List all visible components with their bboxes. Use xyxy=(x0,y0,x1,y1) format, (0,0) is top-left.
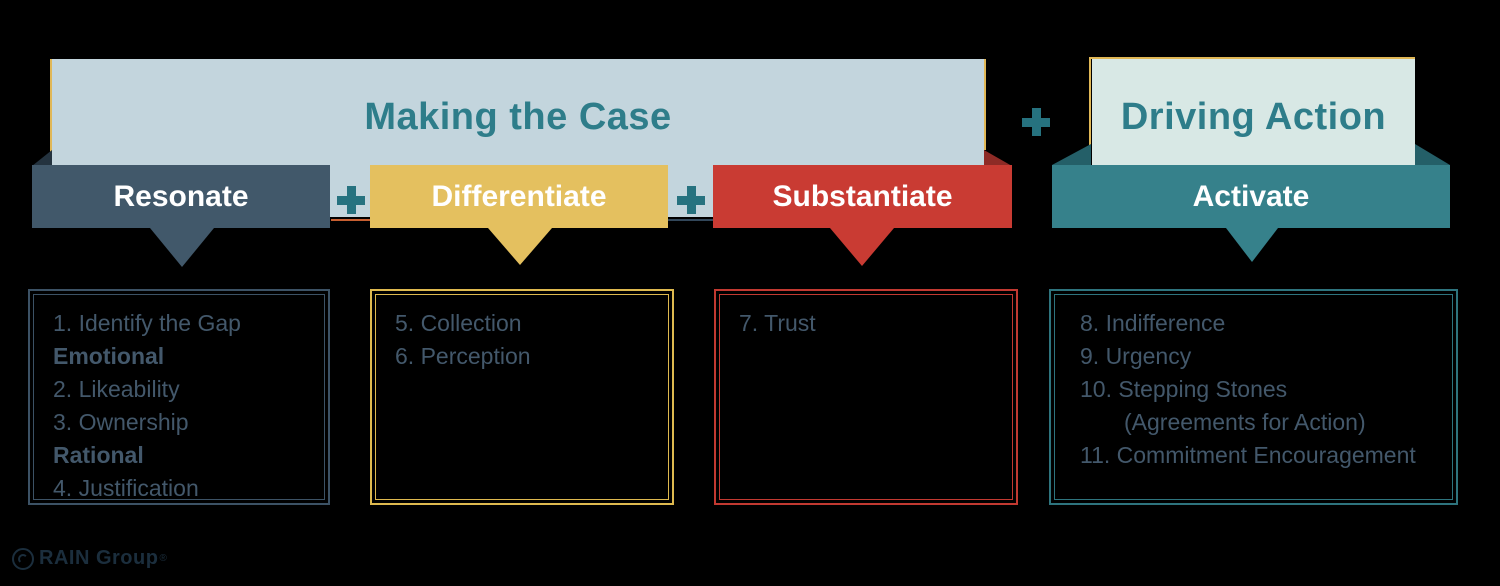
rain-group-logo-icon xyxy=(12,547,34,570)
list-item: 1. Identify the Gap xyxy=(53,310,241,336)
list-item: 3. Ownership xyxy=(53,409,189,435)
activate-ribbon-fold-right xyxy=(1415,144,1450,165)
activate-list-box: 8. Indifference 9. Urgency 10. Stepping St… xyxy=(1049,289,1458,505)
tab-substantiate: Substantiate xyxy=(713,165,1012,228)
rain-group-logo: RAIN Group ® xyxy=(12,547,167,570)
differentiate-list-box: 5. Collection 6. Perception xyxy=(370,289,674,505)
substantiate-list: 7. Trust xyxy=(716,307,1039,340)
substantiate-pointer-arrow xyxy=(830,228,894,266)
driving-action-title: Driving Action xyxy=(1120,96,1387,138)
list-item: 4. Justification xyxy=(53,475,199,501)
list-item: 11. Commitment Encouragement xyxy=(1080,442,1416,468)
rain-group-logo-text: RAIN Group xyxy=(39,547,159,569)
resonate-pointer-arrow xyxy=(150,228,214,267)
list-item: 9. Urgency xyxy=(1080,343,1192,369)
list-item: 7. Trust xyxy=(739,310,816,336)
panel-left-accent-line xyxy=(1089,57,1091,167)
activate-list: 8. Indifference 9. Urgency 10. Stepping St… xyxy=(1051,307,1485,472)
plus-icon xyxy=(1022,108,1050,136)
plus-icon xyxy=(337,186,365,214)
substantiate-list-box: 7. Trust xyxy=(714,289,1018,505)
activate-ribbon-fold-left xyxy=(1052,144,1091,165)
substantiate-ribbon-fold xyxy=(984,150,1012,166)
list-item: (Agreements for Action) xyxy=(1124,409,1366,435)
registered-trademark-icon: ® xyxy=(159,553,167,564)
plus-icon xyxy=(677,186,705,214)
resonate-ribbon-fold xyxy=(32,150,52,166)
layer-edge-sliver xyxy=(331,219,370,221)
layer-edge-sliver xyxy=(668,219,713,221)
banner-right-accent-line xyxy=(984,59,986,150)
list-item: 10. Stepping Stones xyxy=(1080,376,1288,402)
tab-differentiate: Differentiate xyxy=(370,165,668,228)
list-item: 2. Likeability xyxy=(53,376,180,402)
activate-pointer-arrow xyxy=(1226,228,1278,262)
banner-left-accent-line xyxy=(50,59,52,152)
list-item: Emotional xyxy=(53,343,165,369)
list-item: 8. Indifference xyxy=(1080,310,1226,336)
differentiate-list: 5. Collection 6. Perception xyxy=(372,307,695,373)
list-item: 5. Collection xyxy=(395,310,522,336)
driving-action-panel xyxy=(1092,59,1415,167)
tab-activate: Activate xyxy=(1052,165,1450,228)
differentiate-pointer-arrow xyxy=(488,228,552,265)
list-item: Rational xyxy=(53,442,144,468)
panel-top-accent-line xyxy=(1089,57,1415,59)
tab-resonate: Resonate xyxy=(32,165,330,228)
making-the-case-title: Making the Case xyxy=(364,96,672,138)
list-item: 6. Perception xyxy=(395,343,531,369)
